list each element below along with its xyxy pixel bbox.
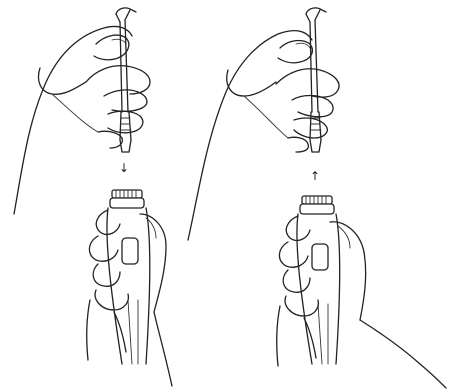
arrow-up-icon: ↑ xyxy=(310,169,320,183)
arrow-down-icon: ↓ xyxy=(119,161,129,175)
lancing-device-left xyxy=(107,190,150,364)
lower-hand-left xyxy=(87,210,172,386)
panel-insert-lancet: ↓ xyxy=(14,8,172,386)
lancet-right xyxy=(306,8,326,152)
panel-remove-lancet: ↑ xyxy=(188,8,446,388)
